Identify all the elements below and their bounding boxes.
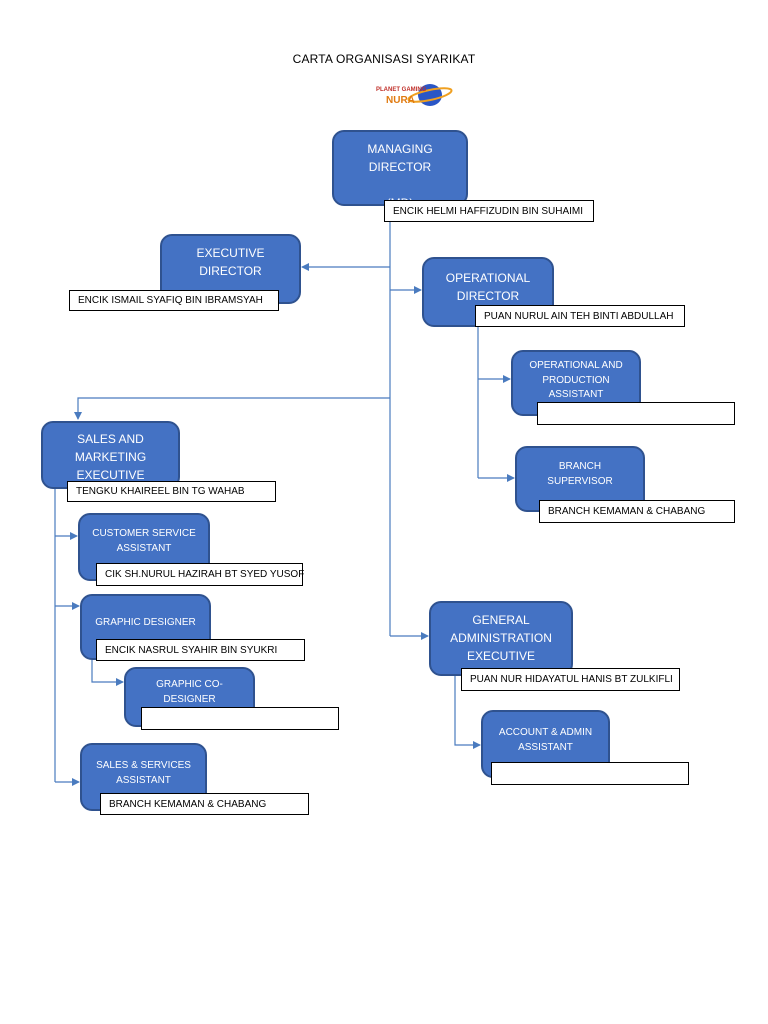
sales-marketing-executive-box: SALES AND MARKETING EXECUTIVE — [41, 421, 180, 489]
svg-text:NURA: NURA — [386, 95, 415, 106]
sales-services-assistant-title: SALES & SERVICES ASSISTANT — [96, 760, 191, 786]
managing-director-box: MANAGING DIRECTOR (MD) — [332, 130, 468, 210]
graphic-designer-title: GRAPHIC DESIGNER — [95, 617, 196, 628]
branch-supervisor-name: BRANCH KEMAMAN & CHABANG — [539, 500, 735, 523]
general-admin-executive-name: PUAN NUR HIDAYATUL HANIS BT ZULKIFLI — [461, 668, 680, 691]
account-admin-assistant-title: ACCOUNT & ADMIN ASSISTANT — [498, 727, 593, 753]
branch-supervisor-title: BRANCH SUPERVISOR — [547, 461, 613, 487]
sales-marketing-executive-name: TENGKU KHAIREEL BIN TG WAHAB — [67, 481, 276, 502]
graphic-co-designer-name — [141, 707, 339, 730]
executive-director-name: ENCIK ISMAIL SYAFIQ BIN IBRAMSYAH — [69, 290, 279, 311]
general-admin-executive-title: GENERAL ADMINISTRATION EXECUTIVE — [450, 613, 552, 663]
operational-production-assistant-box: OPERATIONAL AND PRODUCTION ASSISTANT — [511, 350, 641, 416]
operational-director-title: OPERATIONAL DIRECTOR — [445, 271, 531, 303]
operational-production-assistant-name — [537, 402, 735, 425]
operational-director-name: PUAN NURUL AIN TEH BINTI ABDULLAH — [475, 305, 685, 327]
operational-production-assistant-title: OPERATIONAL AND PRODUCTION ASSISTANT — [529, 360, 623, 400]
customer-service-assistant-name: CIK SH.NURUL HAZIRAH BT SYED YUSOF — [96, 563, 304, 586]
general-admin-executive-box: GENERAL ADMINISTRATION EXECUTIVE — [429, 601, 573, 676]
executive-director-title: EXECUTIVE DIRECTOR — [196, 246, 265, 278]
customer-service-assistant-title: CUSTOMER SERVICE ASSISTANT — [92, 528, 196, 554]
sales-marketing-executive-title: SALES AND MARKETING EXECUTIVE — [74, 432, 147, 482]
graphic-co-designer-title: GRAPHIC CO- DESIGNER — [156, 679, 223, 705]
managing-director-name: ENCIK HELMI HAFFIZUDIN BIN SUHAIMI — [384, 200, 594, 222]
company-logo: PLANET GAMING NURA — [376, 84, 453, 106]
chart-title: CARTA ORGANISASI SYARIKAT — [292, 52, 476, 66]
account-admin-assistant-name — [491, 762, 689, 785]
svg-text:PLANET GAMING: PLANET GAMING — [376, 87, 427, 93]
sales-services-assistant-name: BRANCH KEMAMAN & CHABANG — [100, 793, 309, 815]
graphic-designer-name: ENCIK NASRUL SYAHIR BIN SYUKRI — [96, 639, 305, 661]
